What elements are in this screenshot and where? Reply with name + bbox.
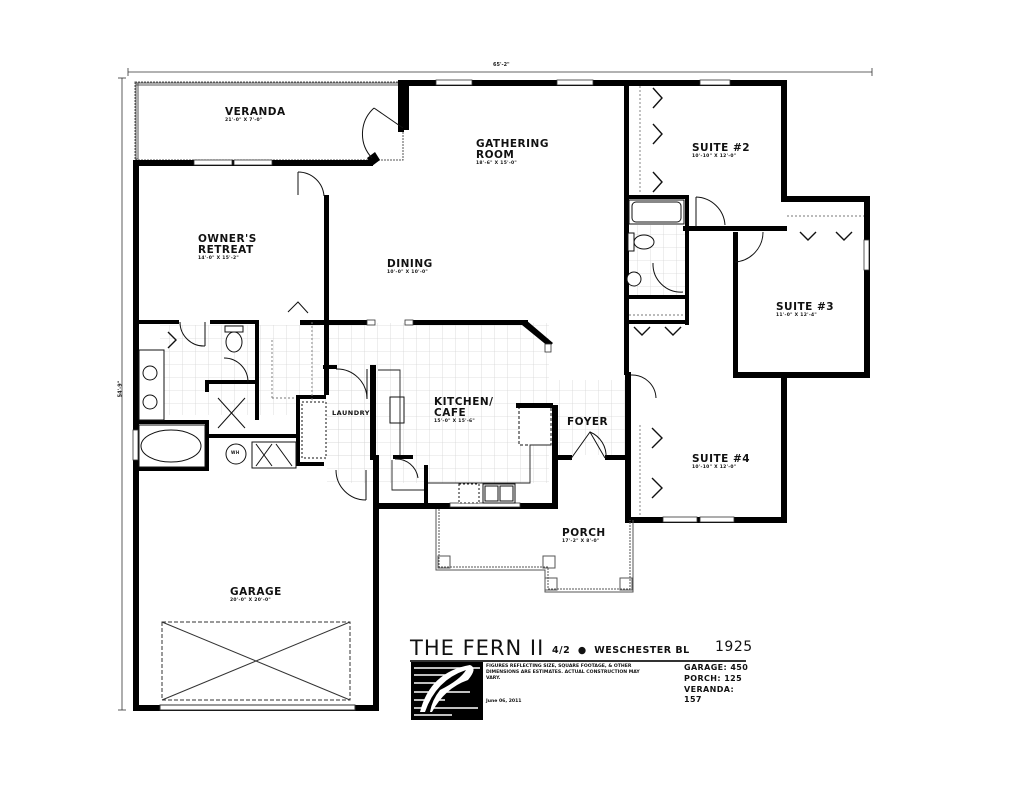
- room-name: DINING: [387, 258, 433, 270]
- area-porch: PORCH: 125: [684, 673, 743, 683]
- shelf-lines: [271, 86, 864, 517]
- room-label-dining: DINING 10'-0" x 10'-0": [387, 258, 433, 276]
- room-dimensions: 18'-6" x 15'-0": [476, 161, 518, 167]
- garage-door: [159, 621, 356, 711]
- counter-lines: [378, 369, 551, 491]
- windows: [132, 79, 870, 523]
- room-dimensions: 17'-2" x 8'-0": [562, 539, 600, 545]
- bullet-icon: ●: [574, 645, 591, 656]
- disclaimer: FIGURES REFLECTING SIZE, SQUARE FOOTAGE,…: [486, 664, 640, 682]
- plan-name: THE FERN II: [410, 636, 545, 660]
- room-label-porch: PORCH 17'-2" x 8'-0": [562, 527, 606, 545]
- fixtures: [138, 199, 685, 504]
- total-square-footage: 1925: [715, 639, 753, 655]
- room-name-line2: ROOM: [476, 149, 515, 162]
- room-name-line1: KITCHEN/: [434, 396, 494, 408]
- porch-outline: [435, 509, 634, 593]
- tile-floor-areas: [160, 225, 686, 483]
- dimension-lines: [118, 68, 873, 711]
- room-dimensions: 10'-10" x 12'-0": [692, 465, 737, 471]
- room-dimensions: 10'-10" x 12'-0": [692, 154, 737, 160]
- closet-doors: [167, 87, 853, 499]
- area-veranda: VERANDA: 157: [684, 684, 735, 705]
- room-name-line1: GATHERING: [476, 138, 549, 150]
- area-summary: GARAGE: 450 PORCH: 125 VERANDA: 157: [684, 663, 750, 706]
- room-label-garage: GARAGE 20'-0" x 20'-0": [230, 586, 282, 604]
- doors: [179, 107, 764, 501]
- room-name: SUITE #3: [776, 301, 835, 313]
- title-divider: [410, 660, 746, 662]
- fern-logo-icon: [411, 662, 483, 720]
- overall-width-dimension: 65'-2": [493, 62, 510, 68]
- address: WESCHESTER BL: [594, 645, 690, 656]
- room-name: SUITE #2: [692, 142, 751, 154]
- room-name: SUITE #4: [692, 453, 751, 465]
- overall-depth-dimension: 54'-9": [117, 380, 124, 398]
- room-dimensions: 21'-0" x 7'-0": [225, 118, 263, 124]
- room-name-line2: CAFE: [434, 407, 467, 420]
- room-name: GARAGE: [230, 586, 282, 598]
- room-name-line1: OWNER'S: [198, 233, 257, 245]
- room-dimensions: 14'-0" x 15'-2": [198, 256, 240, 262]
- room-dimensions: 10'-0" x 10'-0": [387, 270, 429, 276]
- plan-date: June 06, 2011: [486, 699, 522, 704]
- room-label-owners-retreat: OWNER'S RETREAT 14'-0" x 15'-2": [198, 233, 257, 262]
- plan-subtitle: 4/2 ● WESCHESTER BL: [552, 645, 690, 656]
- room-label-gathering-room: GATHERING ROOM 18'-6" x 15'-0": [476, 138, 549, 167]
- room-label-kitchen-cafe: KITCHEN/ CAFE 15'-0" x 15'-6": [434, 396, 494, 425]
- room-name-line2: RETREAT: [198, 244, 254, 257]
- room-dimensions: 11'-0" x 12'-4": [776, 313, 818, 319]
- room-label-suite-3: SUITE #3 11'-0" x 12'-4": [776, 301, 835, 319]
- room-dimensions: 15'-0" x 15'-6": [434, 419, 476, 425]
- room-name: VERANDA: [225, 106, 286, 118]
- room-name: PORCH: [562, 527, 606, 539]
- room-label-foyer: FOYER: [567, 416, 609, 428]
- water-heater-label: WH: [231, 450, 240, 455]
- area-garage: GARAGE: 450: [684, 663, 749, 672]
- bed-bath-count: 4/2: [552, 645, 571, 656]
- room-dimensions: 20'-0" x 20'-0": [230, 598, 272, 604]
- room-label-suite-4: SUITE #4 10'-10" x 12'-0": [692, 453, 751, 471]
- room-label-suite-2: SUITE #2 10'-10" x 12'-0": [692, 142, 751, 160]
- room-label-veranda: VERANDA 21'-0" x 7'-0": [225, 106, 286, 124]
- room-label-laundry: LAUNDRY: [332, 409, 370, 417]
